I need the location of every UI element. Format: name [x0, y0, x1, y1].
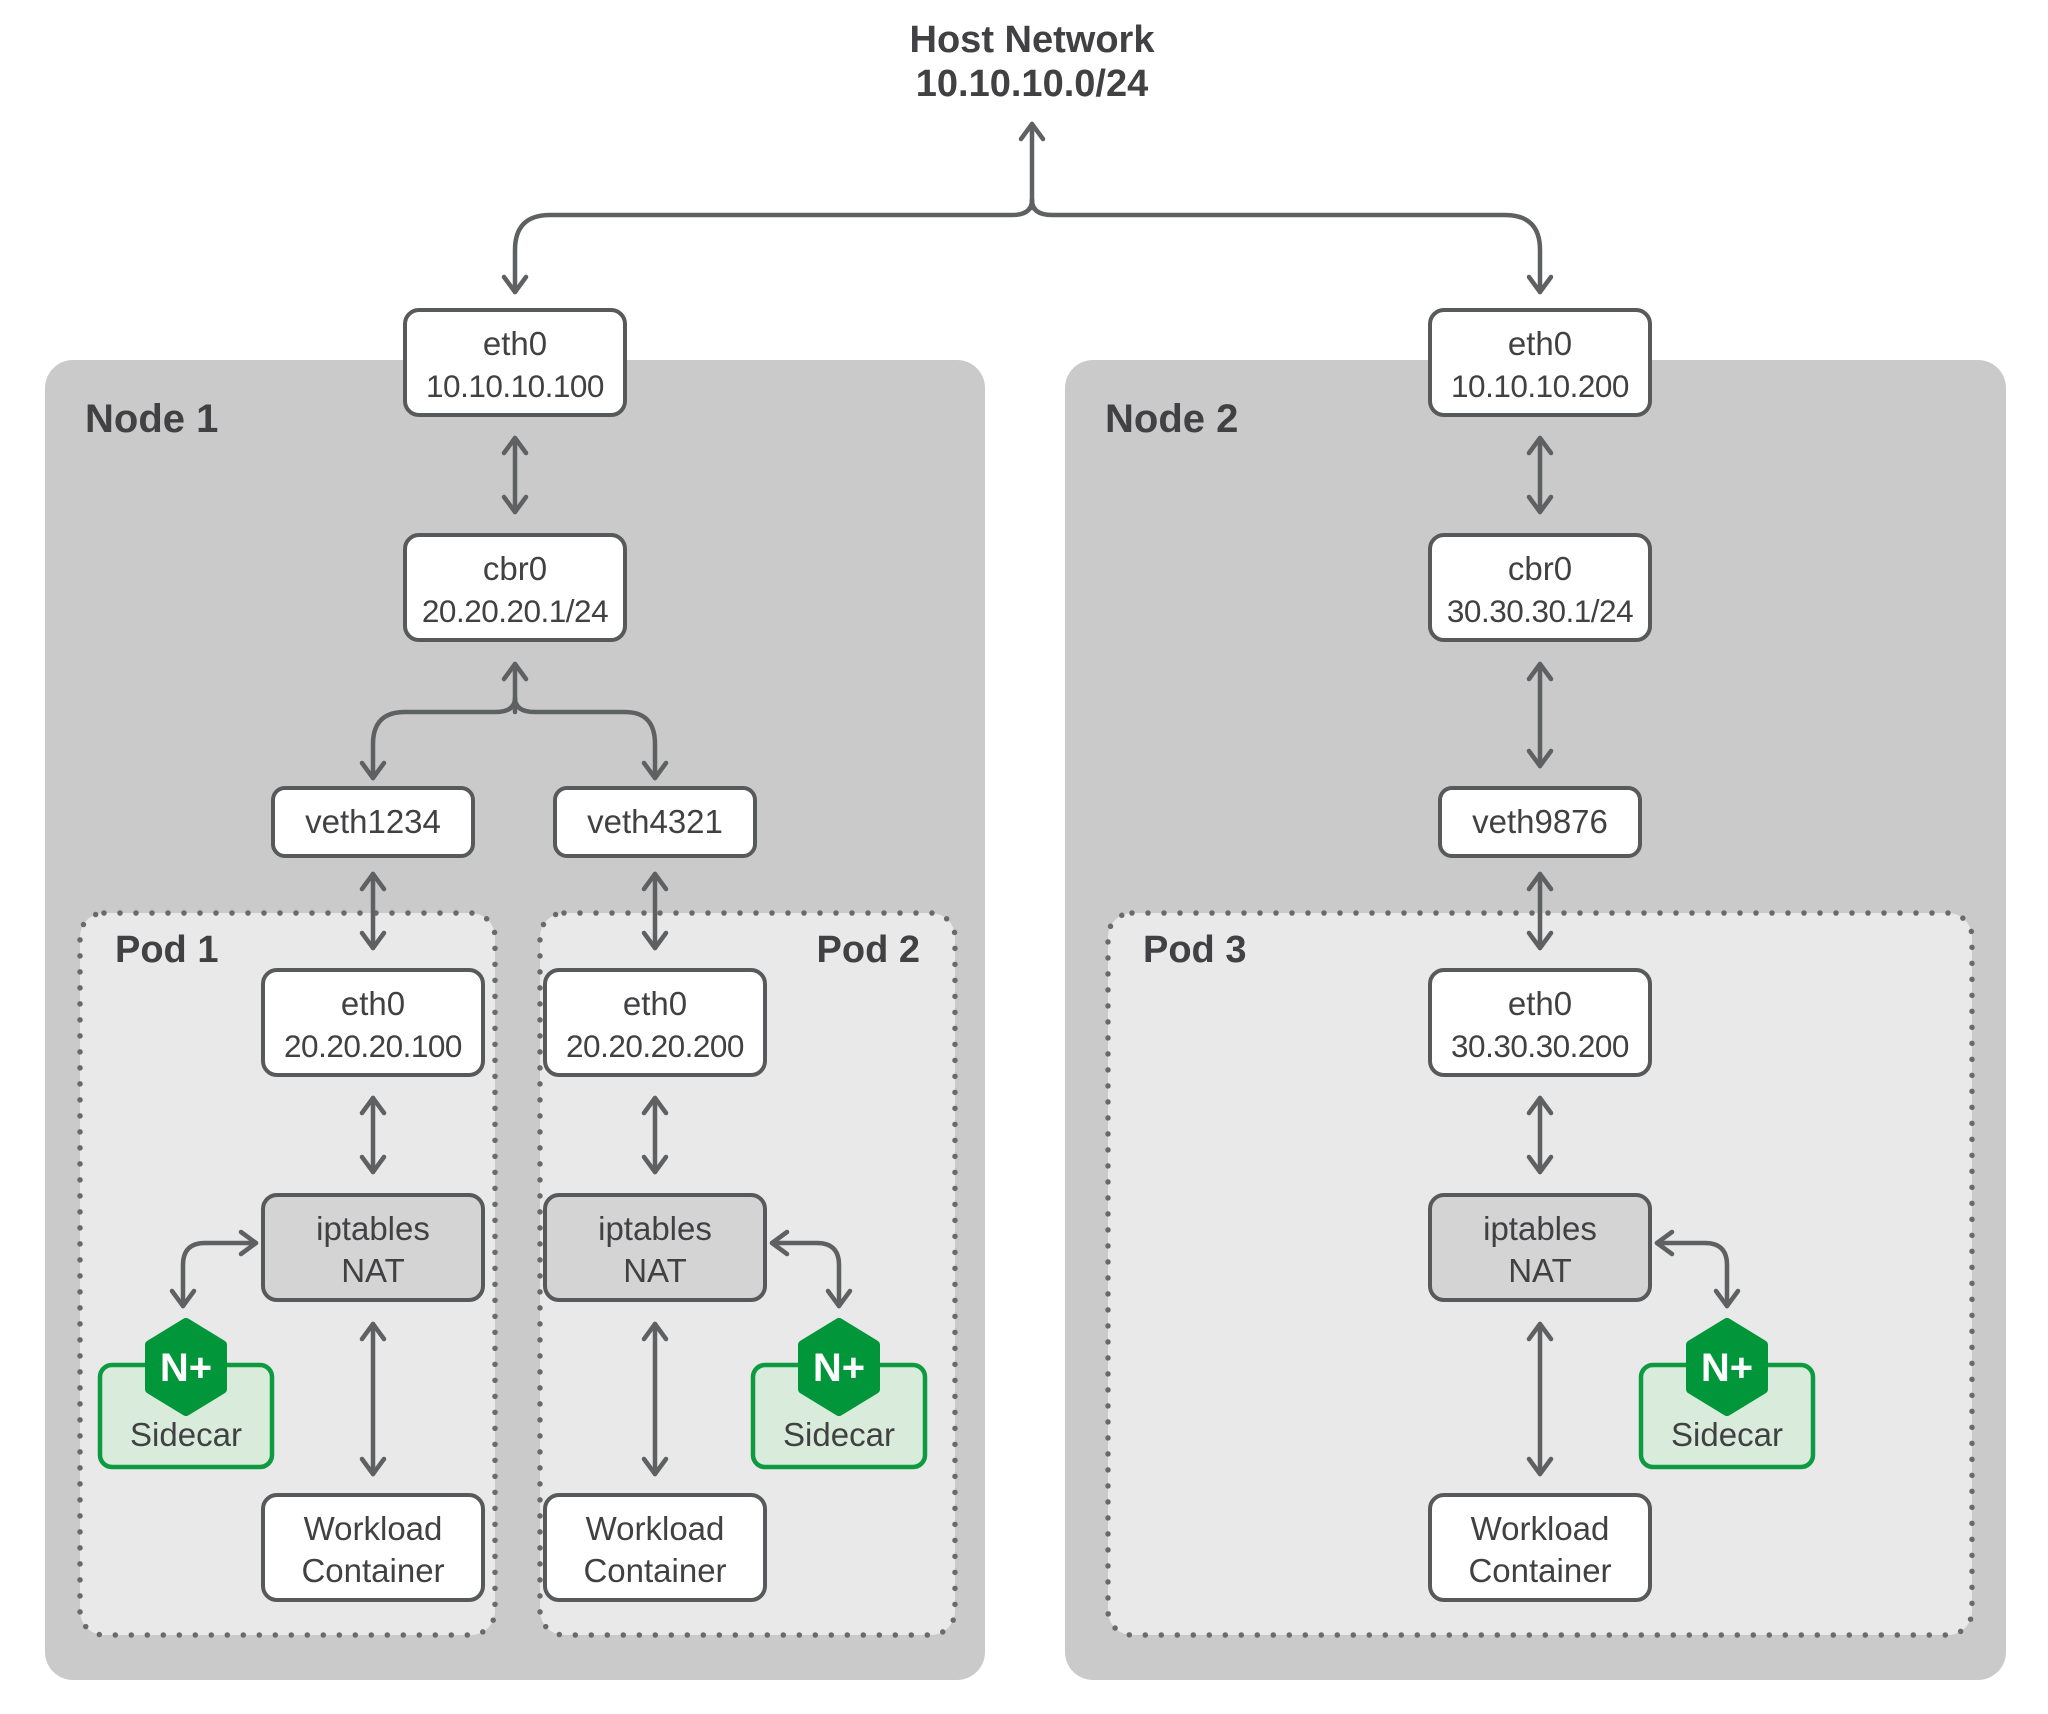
pod-1-iptables-nat-box [261, 1193, 485, 1302]
pod-2-eth0-name: eth0 [623, 985, 687, 1022]
pod-2-label: Pod 2 [817, 929, 920, 971]
veth1234-label: veth1234 [305, 803, 441, 840]
node-2-cbr0-name: cbr0 [1508, 550, 1572, 587]
node-2-eth0-box [1428, 308, 1652, 417]
pod-2-sidecar-label: Sidecar [783, 1416, 895, 1453]
nginx-plus-icon-text: N+ [1701, 1346, 1753, 1390]
nginx-plus-icon-text: N+ [160, 1346, 212, 1390]
arrow-host-to-node2-eth0 [1029, 197, 1554, 295]
pod-3-iptables-nat-box [1428, 1193, 1652, 1302]
node-1-cbr0-name: cbr0 [483, 550, 547, 587]
pod-3-eth0-name: eth0 [1508, 985, 1572, 1022]
arrow-cbr0-to-veth1234 [359, 695, 518, 781]
pod-2-workload-line1: Workload [586, 1510, 725, 1547]
node-2-cbr0-box [1428, 533, 1652, 642]
pod-2-workload-line2: Container [583, 1552, 726, 1589]
veth4321-label: veth4321 [587, 803, 723, 840]
veth9876-label: veth9876 [1472, 803, 1608, 840]
pod-1-workload-line2: Container [301, 1552, 444, 1589]
arrow-pod2-sidecar-nat [769, 1229, 853, 1309]
pod-3-workload-box [1428, 1493, 1652, 1602]
node-1-label: Node 1 [85, 397, 218, 441]
pod-1-eth0-name: eth0 [341, 985, 405, 1022]
node-1-cbr0-box [403, 533, 627, 642]
pod-3-nat-line2: NAT [1508, 1252, 1572, 1289]
node-2-cbr0-ip: 30.30.30.1/24 [1447, 593, 1633, 629]
arrow-pod3-sidecar-nat [1654, 1229, 1741, 1309]
host-network-subnet: 10.10.10.0/24 [916, 63, 1148, 105]
arrow-cbr0-to-veth4321 [512, 695, 669, 781]
pod-2-eth0-ip: 20.20.20.200 [566, 1028, 744, 1064]
pod-1-workload-line1: Workload [304, 1510, 443, 1547]
node-2-label: Node 2 [1105, 397, 1238, 441]
node-2-eth0-ip: 10.10.10.200 [1451, 368, 1629, 404]
pod-1-workload-box [261, 1493, 485, 1602]
node-2-eth0-name: eth0 [1508, 325, 1572, 362]
pod-3-eth0-box [1428, 968, 1652, 1077]
pod-1-eth0-box [261, 968, 485, 1077]
pod-1-nat-line2: NAT [341, 1252, 405, 1289]
pod-3-sidecar-label: Sidecar [1671, 1416, 1783, 1453]
pod-3-eth0-ip: 30.30.30.200 [1451, 1028, 1629, 1064]
pod-1-eth0-ip: 20.20.20.100 [284, 1028, 462, 1064]
pod-2-nat-line2: NAT [623, 1252, 687, 1289]
nginx-plus-icon [145, 1318, 227, 1416]
node-1-eth0-ip: 10.10.10.100 [426, 368, 604, 404]
arrow-pod1-sidecar-nat [169, 1229, 259, 1309]
arrow-host-to-node1-eth0 [501, 197, 1035, 295]
nginx-plus-icon-text: N+ [813, 1346, 865, 1390]
pod-1-label: Pod 1 [115, 929, 218, 971]
pod-1-nat-line1: iptables [316, 1210, 430, 1247]
pod-3-nat-line1: iptables [1483, 1210, 1597, 1247]
node-1-cbr0-ip: 20.20.20.1/24 [422, 593, 608, 629]
pod-3-label: Pod 3 [1143, 929, 1246, 971]
veth4321-box [553, 786, 757, 858]
pod-3-workload-line2: Container [1468, 1552, 1611, 1589]
node-1-eth0-box [403, 308, 627, 417]
node-1-eth0-name: eth0 [483, 325, 547, 362]
nginx-plus-icon [1686, 1318, 1768, 1416]
pod-2-workload-box [543, 1493, 767, 1602]
pod-3-workload-line1: Workload [1471, 1510, 1610, 1547]
host-network-title: Host Network [910, 19, 1156, 61]
veth9876-box [1438, 786, 1642, 858]
pod-2-iptables-nat-box [543, 1193, 767, 1302]
pod-1-sidecar-label: Sidecar [130, 1416, 242, 1453]
veth1234-box [271, 786, 475, 858]
pod-2-nat-line1: iptables [598, 1210, 712, 1247]
pod-2-eth0-box [543, 968, 767, 1077]
nginx-plus-icon [798, 1318, 880, 1416]
